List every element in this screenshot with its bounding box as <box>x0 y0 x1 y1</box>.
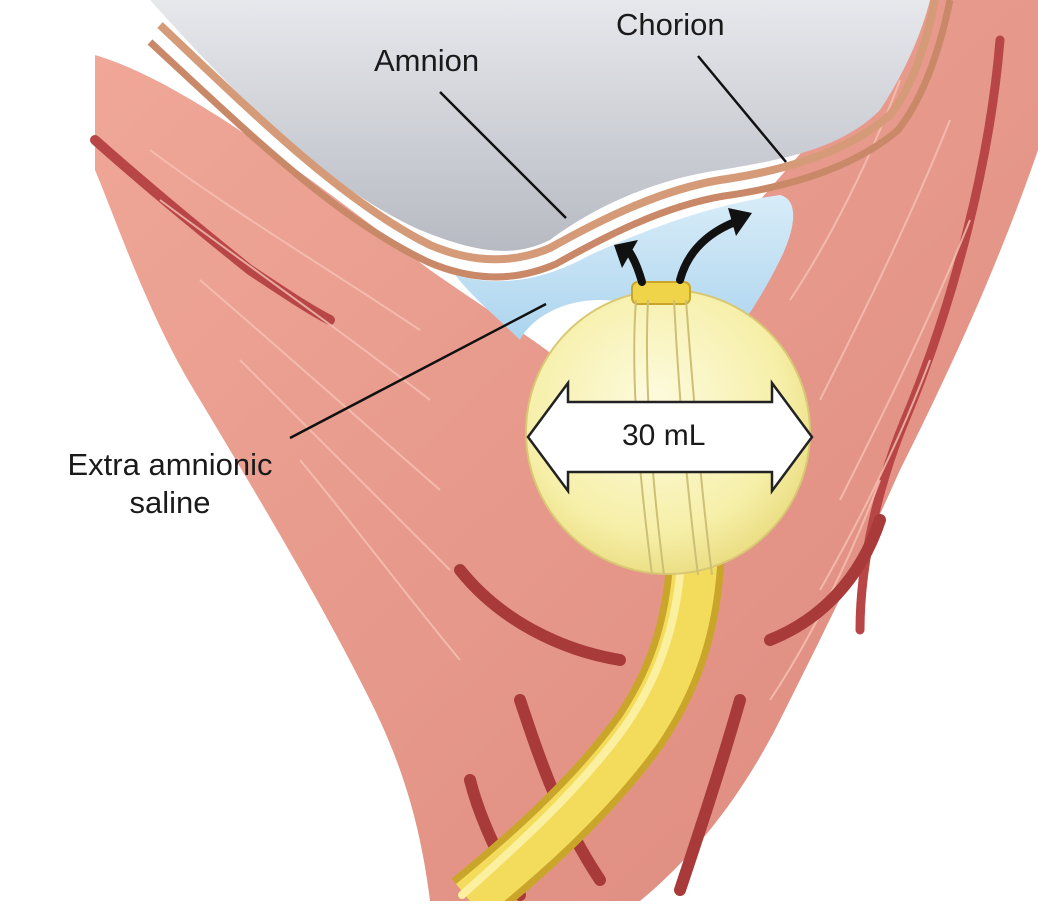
label-saline-line1: Extra amnionic <box>30 446 310 484</box>
label-balloon-volume: 30 mL <box>622 418 705 455</box>
label-saline-line2: saline <box>30 484 310 522</box>
label-extra-amnionic-saline: Extra amnionic saline <box>30 446 310 522</box>
label-amnion: Amnion <box>374 42 479 80</box>
label-chorion: Chorion <box>616 6 725 44</box>
